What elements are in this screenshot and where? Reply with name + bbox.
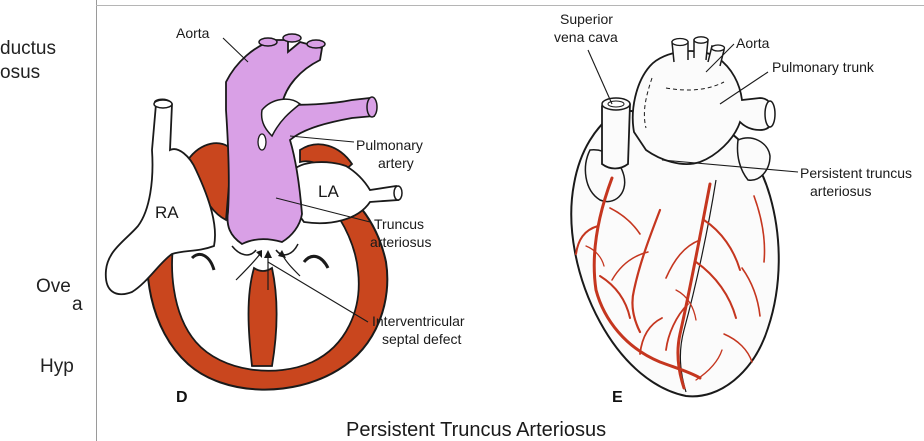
pulmonary-vein-opening [394, 186, 402, 200]
svc-top-inner [608, 101, 624, 107]
e-branch-2-top [694, 37, 708, 43]
pulm-artery-opening [367, 97, 377, 117]
left-atrium [291, 162, 398, 223]
figure-d: RA LA Aorta Pulmonary artery Truncus art… [106, 25, 465, 406]
figure-caption: Persistent Truncus Arteriosus [346, 419, 606, 441]
arch-branch-2 [283, 34, 301, 42]
arch-branch-1 [259, 38, 277, 46]
figure-e: Superior vena cava Aorta Pulmonary trunk… [554, 11, 912, 406]
pa-leader [290, 136, 354, 142]
vsd-label-1: Interventricular [372, 313, 465, 329]
vsd-label-2: septal defect [382, 331, 461, 347]
e-branch-3-top [712, 45, 725, 51]
persistent-truncus-label-2: arteriosus [810, 183, 871, 199]
svc-leader [588, 50, 612, 104]
la-label: LA [318, 182, 339, 201]
e-branch-1-top [672, 39, 688, 46]
panel-letter-e: E [612, 389, 623, 406]
aorta-label: Aorta [176, 25, 210, 41]
septum [249, 268, 277, 366]
panel-letter-d: D [176, 389, 188, 406]
arch-branch-3 [307, 40, 325, 48]
pulmonary-artery-label-2: artery [378, 155, 414, 171]
pulmonary-artery-label-1: Pulmonary [356, 137, 423, 153]
persistent-truncus-label-1: Persistent truncus [800, 165, 912, 181]
ra-label: RA [155, 203, 179, 222]
left-pa-opening [258, 134, 266, 150]
svc-label-1: Superior [560, 11, 613, 27]
aorta-leader [223, 38, 248, 62]
svc-opening [154, 100, 172, 108]
svc-label-2: vena cava [554, 29, 618, 45]
truncus-label-1: Truncus [374, 216, 424, 232]
truncus-label-2: arteriosus [370, 234, 431, 250]
pulm-trunk-label: Pulmonary trunk [772, 59, 875, 75]
pulm-trunk-end [765, 101, 775, 127]
aorta-e-label: Aorta [736, 35, 770, 51]
